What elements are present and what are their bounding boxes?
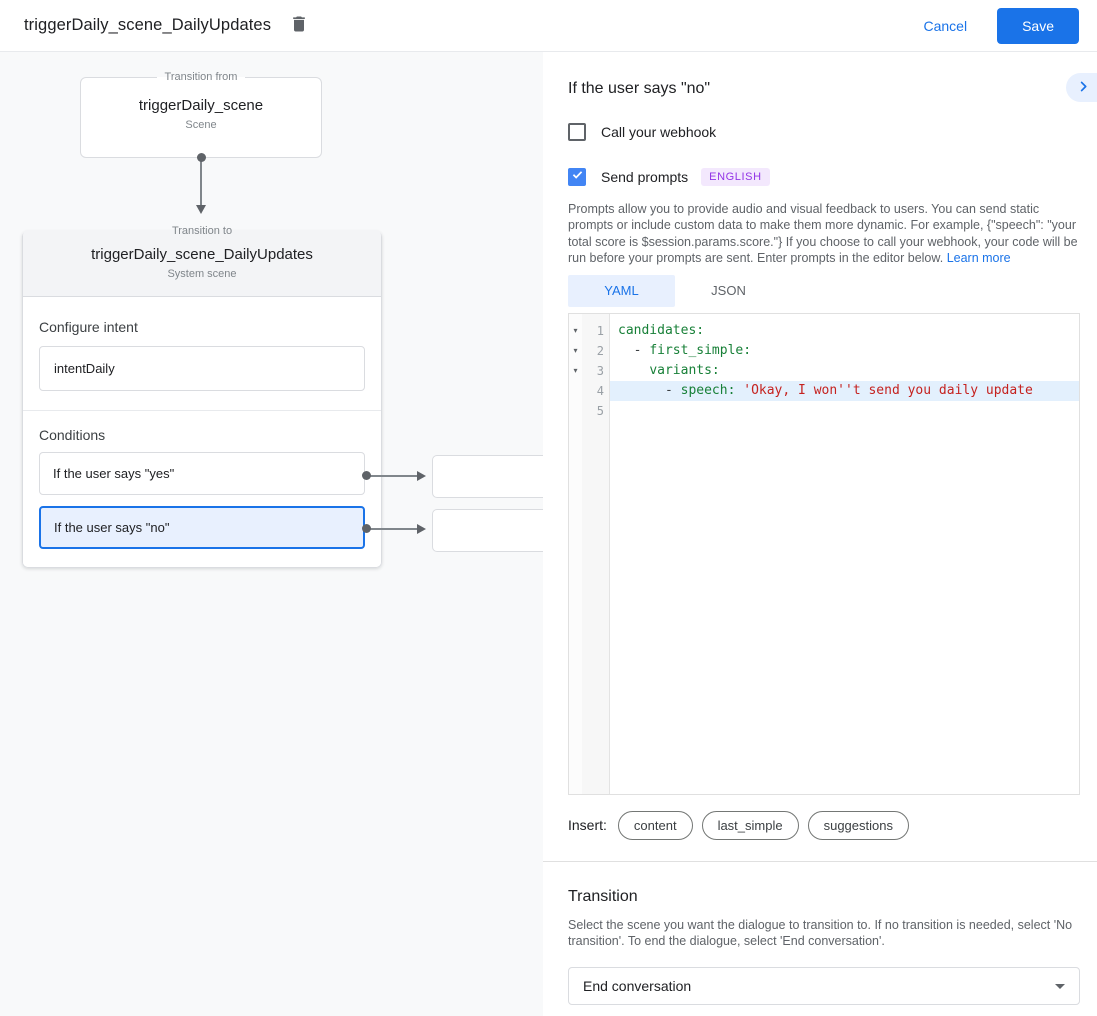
condition-item-no[interactable]: If the user says "no" bbox=[39, 506, 365, 549]
send-prompts-row: Send prompts ENGLISH bbox=[568, 167, 1080, 187]
fold-toggle-icon[interactable]: ▾ bbox=[573, 326, 578, 336]
yaml-string: 'Okay, I won''t send you daily update bbox=[743, 382, 1033, 398]
code-line: variants: bbox=[610, 361, 1079, 381]
line-number: 4 bbox=[596, 383, 604, 398]
transition-select[interactable]: End conversation bbox=[568, 967, 1080, 1006]
language-badge: ENGLISH bbox=[701, 168, 770, 186]
tab-yaml[interactable]: YAML bbox=[568, 274, 675, 307]
to-scene-header: triggerDaily_scene_DailyUpdates System s… bbox=[23, 230, 381, 297]
line-number: 5 bbox=[596, 403, 604, 418]
top-bar: triggerDaily_scene_DailyUpdates Cancel S… bbox=[0, 0, 1097, 52]
connector-line bbox=[200, 157, 202, 205]
save-button[interactable]: Save bbox=[997, 7, 1079, 44]
line-number: 1 bbox=[596, 323, 604, 338]
transition-select-value: End conversation bbox=[583, 978, 692, 995]
checkmark-icon bbox=[571, 168, 584, 186]
prompts-description-text: Prompts allow you to provide audio and v… bbox=[568, 202, 1078, 266]
transition-description: Select the scene you want the dialogue t… bbox=[568, 917, 1073, 949]
gutter-row: 5 bbox=[569, 401, 609, 421]
condition-yes-connector-line bbox=[366, 475, 418, 477]
line-number: 3 bbox=[596, 363, 604, 378]
condition-yes-target-box[interactable] bbox=[432, 455, 543, 498]
intent-field[interactable]: intentDaily bbox=[39, 346, 365, 391]
yaml-plain: - bbox=[618, 342, 650, 358]
code-line: - first_simple: bbox=[610, 341, 1079, 361]
dropdown-caret-icon bbox=[1055, 983, 1065, 989]
details-panel: If the user says "no" Call your webhook … bbox=[543, 52, 1097, 1016]
yaml-plain: - bbox=[618, 382, 681, 398]
to-scene-name: triggerDaily_scene_DailyUpdates bbox=[91, 246, 313, 263]
from-scene-name: triggerDaily_scene bbox=[138, 97, 264, 114]
yaml-key: candidates: bbox=[618, 322, 705, 338]
code-line bbox=[610, 401, 1079, 421]
condition-yes-connector-dot bbox=[362, 471, 371, 480]
code-editor[interactable]: ▾ 1 ▾ 2 ▾ 3 4 5 bbox=[568, 312, 1080, 795]
insert-chip-last-simple[interactable]: last_simple bbox=[701, 810, 799, 840]
tab-json[interactable]: JSON bbox=[675, 275, 782, 307]
section-divider bbox=[543, 860, 1097, 862]
conditions-label: Conditions bbox=[39, 427, 106, 443]
transition-from-box[interactable]: Transition from triggerDaily_scene Scene bbox=[80, 71, 322, 158]
yaml-key: first_simple: bbox=[649, 342, 752, 358]
transition-title: Transition bbox=[568, 887, 638, 905]
code-line: candidates: bbox=[610, 321, 1079, 341]
editor-gutter: ▾ 1 ▾ 2 ▾ 3 4 5 bbox=[569, 313, 610, 794]
send-prompts-label[interactable]: Send prompts bbox=[601, 169, 689, 185]
insert-chip-content[interactable]: content bbox=[617, 810, 693, 840]
chevron-right-icon bbox=[1076, 79, 1091, 97]
from-scene-type: Scene bbox=[185, 119, 217, 131]
panel-title: If the user says "no" bbox=[568, 80, 711, 97]
learn-more-link[interactable]: Learn more bbox=[946, 251, 1011, 266]
collapse-panel-button[interactable] bbox=[1066, 73, 1097, 102]
yaml-key: speech: bbox=[680, 382, 744, 398]
prompts-description: Prompts allow you to provide audio and v… bbox=[568, 201, 1080, 267]
insert-chip-suggestions[interactable]: suggestions bbox=[807, 810, 909, 840]
delete-button[interactable] bbox=[289, 14, 309, 37]
insert-label: Insert: bbox=[568, 817, 607, 834]
gutter-row: ▾ 2 bbox=[569, 341, 609, 361]
connector-dot bbox=[197, 153, 206, 162]
cancel-button[interactable]: Cancel bbox=[923, 17, 968, 34]
transition-to-legend: Transition to bbox=[171, 225, 233, 237]
to-scene-body: Configure intent intentDaily Conditions … bbox=[23, 297, 381, 567]
configure-intent-label: Configure intent bbox=[39, 319, 138, 335]
yaml-plain bbox=[618, 363, 649, 378]
intent-conditions-divider bbox=[23, 410, 381, 411]
arrow-right-icon bbox=[417, 471, 426, 481]
to-scene-type: System scene bbox=[167, 268, 237, 280]
page-title: triggerDaily_scene_DailyUpdates bbox=[24, 16, 272, 34]
call-webhook-label[interactable]: Call your webhook bbox=[601, 124, 717, 140]
trash-icon bbox=[289, 14, 309, 37]
transition-from-legend: Transition from bbox=[164, 71, 238, 83]
arrow-down-icon bbox=[196, 205, 206, 214]
gutter-row: 4 bbox=[569, 381, 609, 401]
arrow-right-icon bbox=[417, 524, 426, 534]
condition-no-connector-line bbox=[366, 528, 418, 530]
gutter-row: ▾ 3 bbox=[569, 361, 609, 381]
fold-toggle-icon[interactable]: ▾ bbox=[573, 366, 578, 376]
flow-canvas: Transition from triggerDaily_scene Scene… bbox=[0, 52, 543, 1016]
yaml-key: variants: bbox=[649, 362, 720, 378]
editor-tabs: YAML JSON bbox=[568, 274, 1080, 307]
fold-toggle-icon[interactable]: ▾ bbox=[573, 346, 578, 356]
gutter-row: ▾ 1 bbox=[569, 321, 609, 341]
call-webhook-checkbox[interactable] bbox=[568, 123, 586, 141]
send-prompts-checkbox[interactable] bbox=[568, 168, 586, 186]
insert-row: Insert: content last_simple suggestions bbox=[568, 810, 1080, 840]
code-line-active: - speech: 'Okay, I won''t send you daily… bbox=[610, 380, 1079, 401]
webhook-row: Call your webhook bbox=[568, 122, 1080, 142]
transition-to-box: Transition to triggerDaily_scene_DailyUp… bbox=[22, 225, 382, 568]
condition-no-target-box[interactable] bbox=[432, 509, 543, 552]
condition-no-connector-dot bbox=[362, 524, 371, 533]
editor-code-area[interactable]: candidates: - first_simple: variants: - … bbox=[610, 314, 1079, 794]
condition-item-yes[interactable]: If the user says "yes" bbox=[39, 452, 365, 495]
line-number: 2 bbox=[596, 343, 604, 358]
